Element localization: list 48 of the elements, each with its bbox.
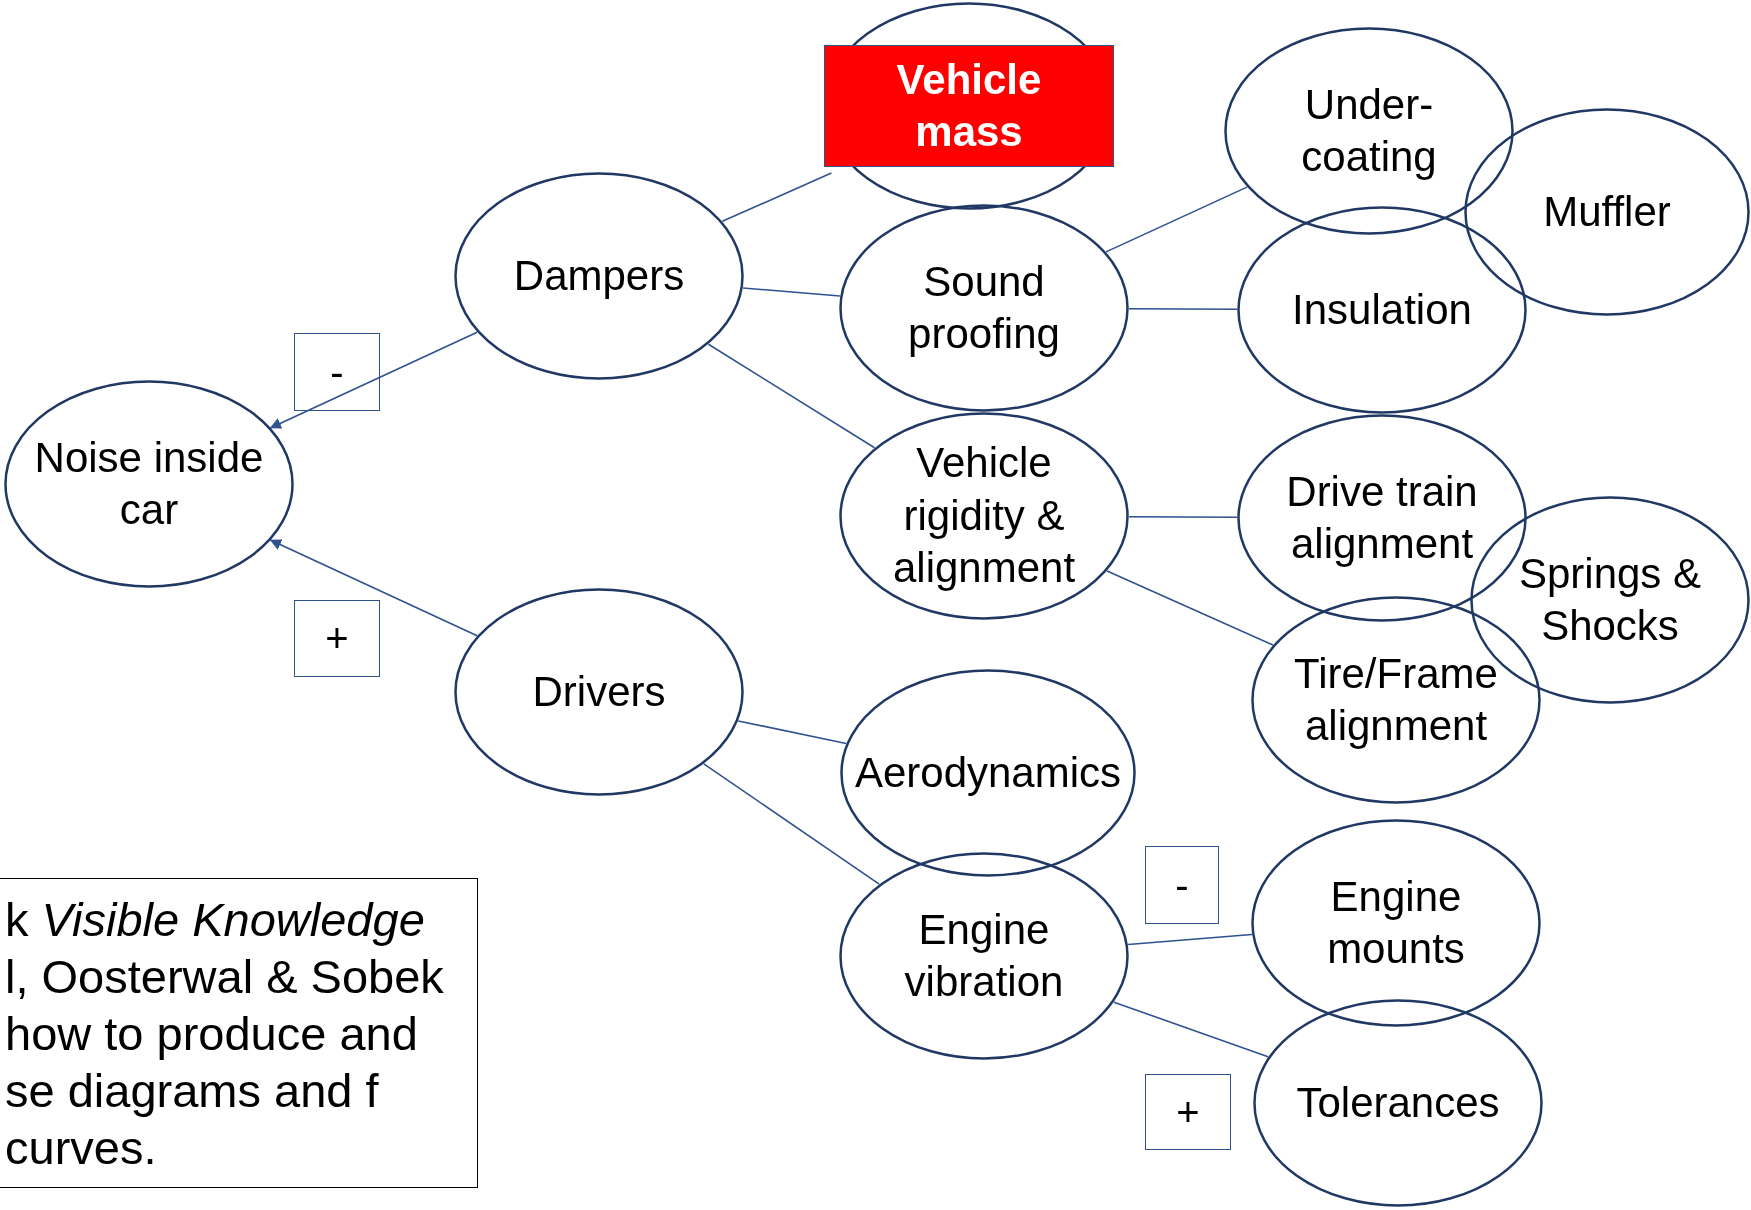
ellipse-node bbox=[840, 669, 1136, 877]
node-label: Vehicle mass bbox=[895, 54, 1043, 157]
ellipse-node bbox=[454, 172, 744, 380]
ellipse-node bbox=[1251, 819, 1541, 1027]
node-label: Tolerances bbox=[1296, 1077, 1500, 1128]
polarity-sign: - bbox=[294, 333, 380, 411]
ellipse-node bbox=[1237, 206, 1527, 414]
node-label: Aerodynamics bbox=[854, 747, 1122, 798]
ellipse-node bbox=[1251, 596, 1541, 804]
node-label: Drivers bbox=[532, 666, 666, 717]
ellipse-node bbox=[839, 204, 1129, 412]
arrow bbox=[269, 331, 478, 429]
connector-line bbox=[737, 720, 847, 745]
node-label: Dampers bbox=[513, 250, 685, 301]
ellipse-node bbox=[1224, 27, 1514, 235]
node-label: Springs & Shocks bbox=[1517, 548, 1703, 651]
connector-line bbox=[703, 763, 880, 885]
node-label: Tire/Frame alignment bbox=[1293, 648, 1499, 751]
connector-line bbox=[1127, 933, 1253, 946]
connector-line bbox=[1128, 515, 1238, 519]
node-label: Insulation bbox=[1292, 284, 1472, 335]
connector-line bbox=[1113, 1001, 1269, 1058]
ellipse-node bbox=[4, 380, 294, 588]
ellipse-node bbox=[1253, 999, 1543, 1207]
highlight-box bbox=[824, 45, 1114, 167]
ellipse-node bbox=[839, 412, 1129, 620]
node-label: Sound proofing bbox=[907, 256, 1061, 359]
ellipse-node bbox=[824, 2, 1114, 210]
ellipse-node bbox=[454, 588, 744, 796]
arrow bbox=[269, 539, 478, 637]
node-label: Drive train alignment bbox=[1285, 466, 1479, 569]
connector-line bbox=[1105, 186, 1248, 253]
connector-line bbox=[1128, 307, 1238, 311]
connector-line bbox=[707, 343, 876, 449]
polarity-sign: + bbox=[294, 600, 380, 677]
node-label: Noise inside car bbox=[33, 432, 265, 535]
node-label: Vehicle rigidity & alignment bbox=[891, 438, 1077, 594]
connector-line bbox=[1106, 570, 1274, 646]
node-label: Under-coating bbox=[1300, 79, 1438, 182]
connector-line bbox=[742, 287, 841, 297]
polarity-sign: + bbox=[1145, 1074, 1231, 1150]
ellipse-node bbox=[839, 852, 1129, 1060]
node-label: Muffler bbox=[1543, 186, 1671, 237]
node-label: Engine vibration bbox=[903, 904, 1065, 1007]
note-text: k Visible Knowledge l, Oosterwal & Sobek how to produce and se diagrams and f curves. bbox=[5, 892, 445, 1176]
connector-line bbox=[721, 172, 833, 223]
node-label: Engine mounts bbox=[1326, 871, 1466, 974]
polarity-sign: - bbox=[1145, 846, 1219, 924]
